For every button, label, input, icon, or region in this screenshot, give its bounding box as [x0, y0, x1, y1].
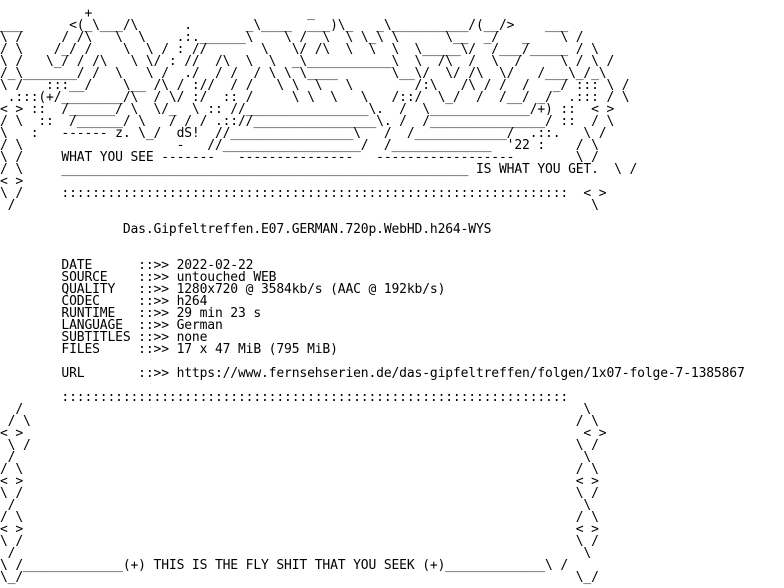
nfo-line: / \	[0, 450, 592, 465]
nfo-line: \ : ------ z. \_/ dS! //________________…	[0, 126, 607, 141]
nfo-document: + ____ <(_\___/\ . _\____ ___)\_ _\_____…	[0, 6, 745, 585]
nfo-line: \ / ::::::::::::::::::::::::::::::::::::…	[0, 186, 607, 201]
nfo-line: QUALITY ::>> 1280x720 @ 3584kb/s (AAC @ …	[0, 282, 446, 297]
nfo-line: CODEC ::>> h264	[0, 294, 208, 309]
nfo-line: / \ / \	[0, 414, 599, 429]
nfo-line: / \	[0, 198, 599, 213]
nfo-line: SUBTITLES ::>> none	[0, 330, 208, 345]
nfo-line: / \ / \	[0, 510, 599, 525]
nfo-line: \_/ \_/	[0, 570, 599, 585]
nfo-line: DATE ::>> 2022-02-22	[0, 258, 254, 273]
nfo-line: / \ / \	[0, 462, 599, 477]
nfo-line: < >	[0, 174, 24, 189]
nfo-line: ::::::::::::::::::::::::::::::::::::::::…	[0, 390, 569, 405]
nfo-line: / \	[0, 498, 592, 513]
nfo-line: / \	[0, 402, 592, 417]
nfo-line: FILES ::>> 17 x 47 MiB (795 MiB)	[0, 342, 338, 357]
nfo-line: \ / / /\ \ \ .:.______\ \ / \ \ \_\ \ \_…	[0, 30, 584, 45]
nfo-line: RUNTIME ::>> 29 min 23 s	[0, 306, 262, 321]
nfo-line: /_\_______/ / \ \ / ./ / / / \ \ \____ \…	[0, 66, 607, 81]
nfo-line: \ / \ /	[0, 486, 599, 501]
nfo-line: \ / \_/ / /\ \ \/ : // /\ \ \ _\________…	[0, 54, 615, 69]
nfo-line: Das.Gipfeltreffen.E07.GERMAN.720p.WebHD.…	[0, 222, 492, 237]
nfo-line: SOURCE ::>> untouched WEB	[0, 270, 277, 285]
nfo-line: URL ::>> https://www.fernsehserien.de/da…	[0, 366, 745, 381]
nfo-line: / \ ____________________________________…	[0, 162, 638, 177]
nfo-line: + _	[0, 6, 315, 21]
nfo-line: ___ <(_\___/\ . _\____ ___)\_ _\________…	[0, 18, 569, 33]
nfo-line: \ / \ /	[0, 438, 599, 453]
nfo-line: < > :: /______/ \ \/_ \ :: //___________…	[0, 102, 615, 117]
nfo-line: < > < >	[0, 474, 599, 489]
nfo-line: \ / :::__/ \__ /\ / :// / / \ \ \ \ /:\ …	[0, 78, 630, 93]
nfo-line: / \ - //__________________/ /___________…	[0, 138, 599, 153]
nfo-line	[0, 236, 745, 248]
nfo-line: LANGUAGE ::>> German	[0, 318, 223, 333]
nfo-line: \ /_____________(+) THIS IS THE FLY SHIT…	[0, 558, 569, 573]
nfo-line: / \ /_/ / \ \ / : // \ \/ /\ \ \ \ \____…	[0, 42, 599, 57]
nfo-line: / \ :: /______/ \ / / / .:://___________…	[0, 114, 615, 129]
nfo-line: .:::(+/________/\ / \/ :/ :: / \ \ \ \ /…	[0, 90, 630, 105]
nfo-line: / \	[0, 546, 592, 561]
nfo-line: \ / \ /	[0, 534, 599, 549]
nfo-line: < > < >	[0, 522, 599, 537]
nfo-line: \ / WHAT YOU SEE ------- ---------------…	[0, 150, 599, 165]
nfo-line: < > < >	[0, 426, 607, 441]
